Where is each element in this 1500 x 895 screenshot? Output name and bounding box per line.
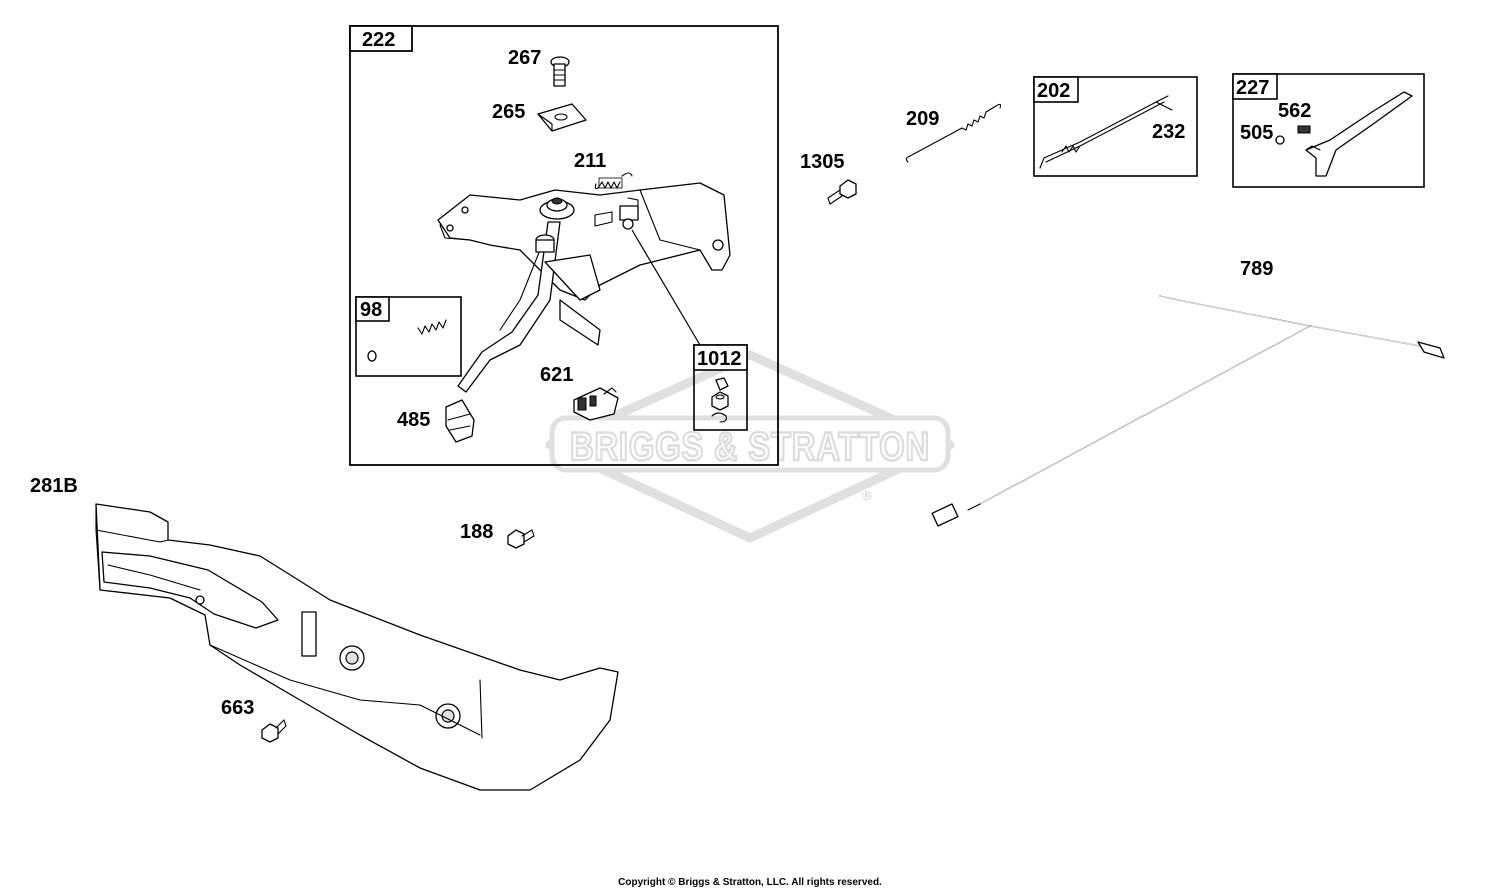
kit-box-202-label: 202 — [1037, 80, 1070, 102]
part-789-control-cable[interactable] — [931, 295, 1445, 527]
label-485: 485 — [397, 409, 430, 431]
label-1305: 1305 — [800, 151, 845, 173]
part-211-spring[interactable] — [594, 172, 633, 190]
label-505: 505 — [1240, 122, 1273, 144]
label-211: 211 — [574, 150, 606, 172]
part-663-bolt[interactable] — [261, 719, 287, 743]
label-188: 188 — [460, 521, 493, 543]
kit-box-1012-label: 1012 — [697, 348, 742, 370]
kit-box-222[interactable]: 222 — [349, 25, 779, 466]
label-267: 267 — [508, 47, 541, 69]
label-562: 562 — [1278, 100, 1311, 122]
label-789: 789 — [1240, 258, 1273, 280]
label-281B: 281B — [30, 475, 78, 497]
label-621: 621 — [540, 364, 573, 386]
copyright-notice: Copyright © Briggs & Stratton, LLC. All … — [618, 877, 882, 888]
kit-box-98[interactable]: 98 — [355, 296, 462, 377]
label-265: 265 — [492, 101, 525, 123]
kit-box-1012[interactable]: 1012 — [693, 344, 748, 431]
label-232: 232 — [1152, 121, 1185, 143]
kit-box-202[interactable]: 202 — [1033, 76, 1198, 177]
part-267-screw[interactable] — [550, 56, 570, 87]
part-485-grip[interactable] — [445, 399, 475, 443]
leader-1012 — [631, 229, 701, 346]
part-control-bracket[interactable] — [437, 182, 731, 393]
kit-box-222-label: 222 — [362, 29, 395, 51]
kit-box-227[interactable]: 227 — [1232, 73, 1425, 188]
watermark-brand-text: BRIGGS & STRATTON — [570, 425, 930, 469]
part-209-spring-link[interactable] — [905, 103, 1002, 163]
part-1305-bolt[interactable] — [827, 179, 857, 205]
watermark-registered-mark: ® — [862, 488, 872, 503]
brand-watermark: BRIGGS & STRATTON ® — [545, 350, 955, 543]
part-265-clamp[interactable] — [537, 103, 587, 132]
kit-box-98-label: 98 — [360, 299, 382, 321]
kit-box-227-label: 227 — [1236, 77, 1269, 99]
label-663: 663 — [221, 697, 254, 719]
part-188-bolt[interactable] — [507, 529, 535, 549]
part-281B-blower-housing[interactable] — [95, 503, 619, 791]
label-209: 209 — [906, 108, 939, 130]
part-621-switch[interactable] — [573, 387, 619, 421]
